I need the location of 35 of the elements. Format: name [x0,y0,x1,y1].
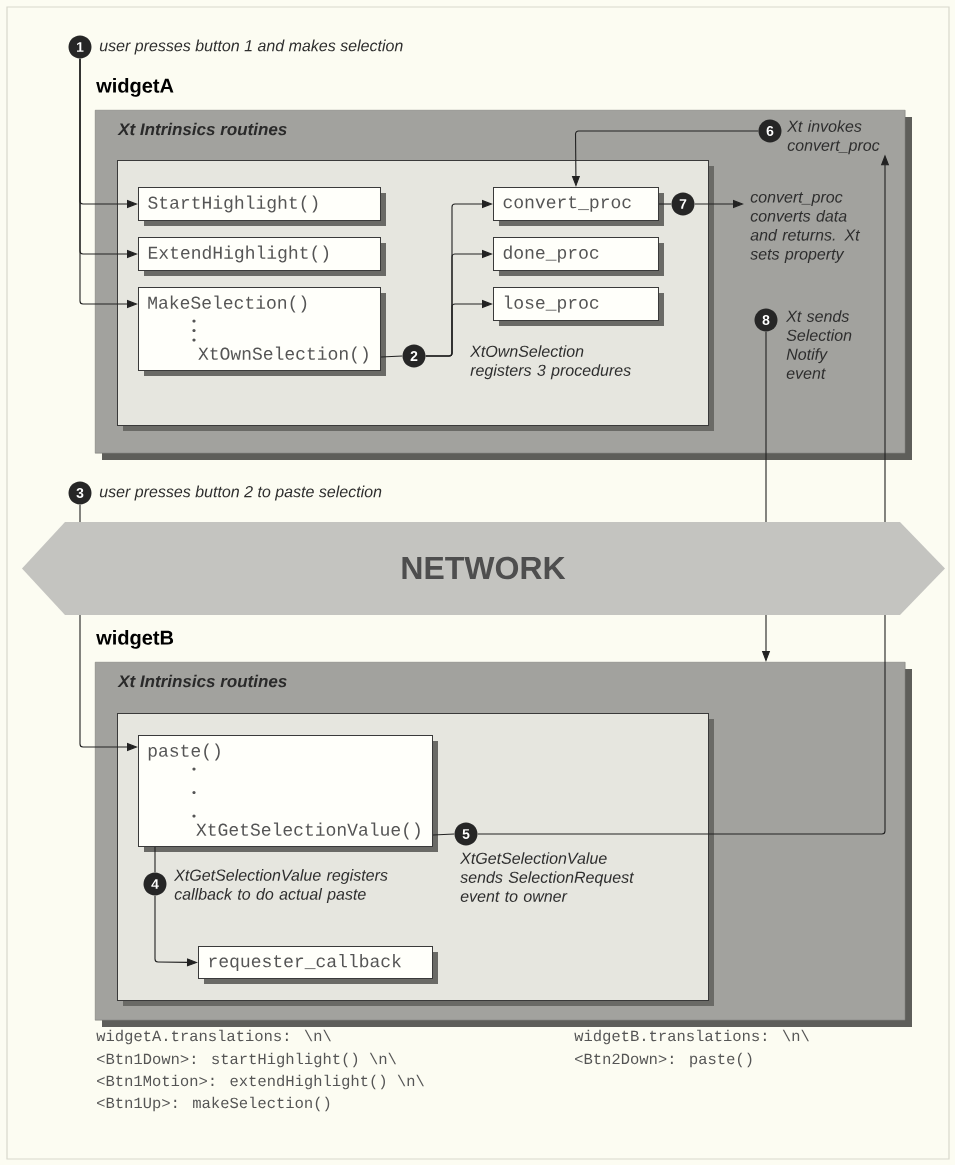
step-description: XtGetSelectionValue registers callback to do actual paste [173,869,388,903]
step-description: Xt sends Selection Notify event [785,310,852,379]
code-box: paste() XtGetSelectionValue() [138,735,438,852]
widget-label: widgetB [96,630,174,649]
step-number: 8 [754,308,778,332]
step-description: user presses button 2 to paste selection [99,485,382,501]
code-box: ExtendHighlight() [138,237,386,276]
step-number: 1 [68,35,92,59]
step-description: Xt invokes convert_proc [786,120,880,155]
code-line: <Btn1Up>: makeSelection() [97,1096,330,1112]
code-box: convert_proc [493,187,664,226]
code-line: widgetA.translations: \n\ [96,1029,331,1045]
step-description: convert_proc converts data and returns. Xt sets property [750,192,861,263]
band-label: NETWORK [402,556,566,580]
code-line: <Btn1Down>: startHighlight() \n\ [97,1052,396,1068]
panel-heading: Xt Intrinsics routines [117,674,287,688]
code-box: lose_proc [493,287,664,326]
code-box: done_proc [493,237,664,276]
code-box: MakeSelection() XtOwnSelection() [138,287,386,376]
step-number: 2 [402,344,426,368]
step-number: 7 [671,192,695,216]
code-box: requester_callback [198,946,438,984]
note-text: XtOwnSelection registers 3 procedures [469,345,631,380]
code-box: StartHighlight() [138,187,386,226]
step-number: 6 [758,119,782,143]
step-description: user presses button 1 and makes selection [99,39,403,55]
code-line: <Btn2Down>: paste() [575,1052,752,1068]
step-description: XtGetSelectionValue sends SelectionRequest event to owner [459,852,635,902]
code-line: widgetB.translations: \n\ [574,1029,809,1045]
step-number: 5 [454,822,478,846]
step-number: 3 [68,481,92,505]
step-number: 4 [143,872,167,896]
widget-label: widgetA [96,78,174,97]
panel-heading: Xt Intrinsics routines [117,122,287,136]
code-line: <Btn1Motion>: extendHighlight() \n\ [97,1074,424,1090]
